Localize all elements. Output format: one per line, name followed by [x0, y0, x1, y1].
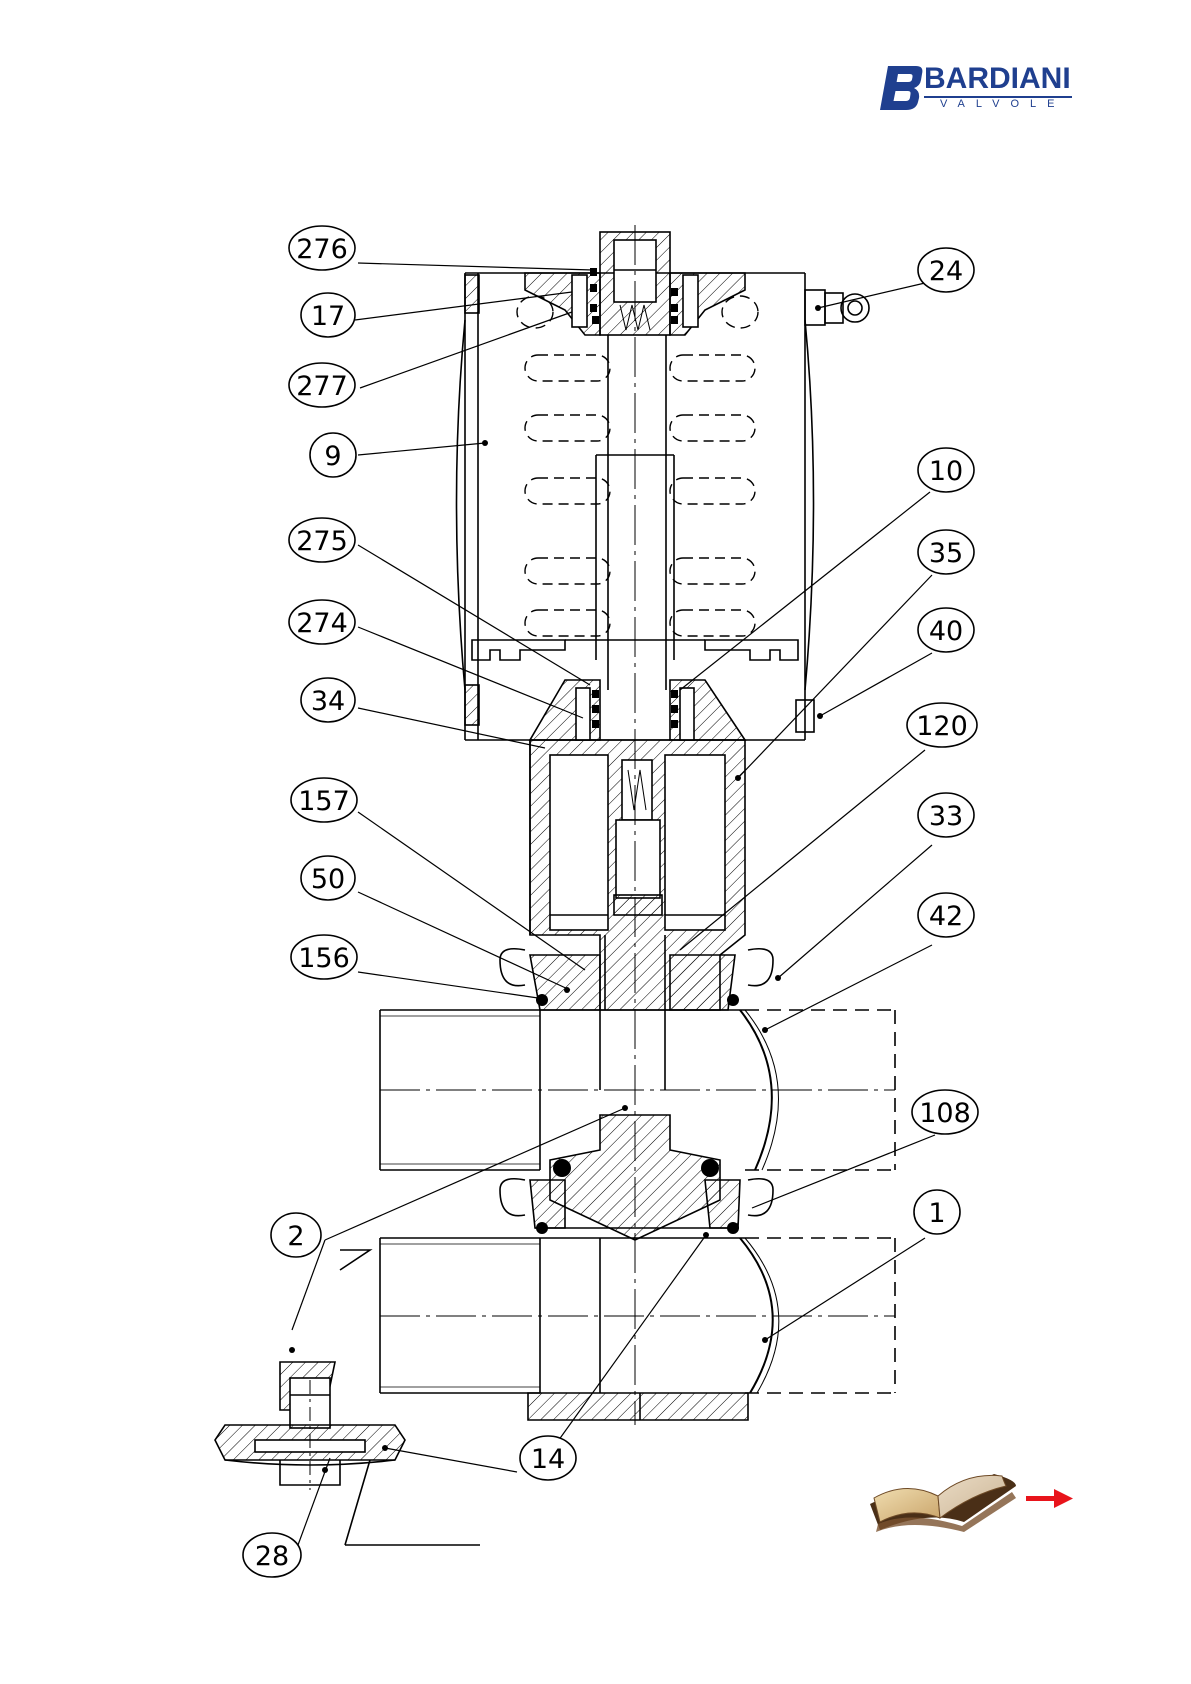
callout-120-label: 120 [916, 711, 968, 742]
callout-17: 17 [301, 293, 355, 337]
callout-274-label: 274 [296, 608, 348, 639]
spring-coils [517, 296, 758, 636]
callout-28-label: 28 [255, 1541, 289, 1572]
next-page-button[interactable] [866, 1452, 1076, 1548]
callout-24-label: 24 [929, 256, 963, 287]
callout-120: 120 [907, 703, 977, 747]
callout-35-label: 35 [929, 538, 963, 569]
callout-33-label: 33 [929, 801, 963, 832]
callout-50: 50 [301, 856, 355, 900]
callout-156-label: 156 [298, 943, 350, 974]
callout-277-label: 277 [296, 371, 348, 402]
callout-1-label: 1 [928, 1198, 945, 1229]
arrow-right-icon[interactable] [1026, 1488, 1074, 1508]
callout-42-label: 42 [929, 901, 963, 932]
callout-277: 277 [289, 363, 355, 407]
callout-17-label: 17 [311, 301, 345, 332]
callout-157: 157 [291, 778, 357, 822]
callout-34: 34 [301, 678, 355, 722]
callout-276-label: 276 [296, 234, 348, 265]
callout-24: 24 [918, 248, 974, 292]
callout-35: 35 [918, 530, 974, 574]
callout-28: 28 [243, 1533, 301, 1577]
detail-view [215, 1250, 480, 1545]
callout-33: 33 [918, 793, 974, 837]
callout-1: 1 [914, 1190, 960, 1234]
callout-108: 108 [912, 1090, 978, 1134]
callout-274: 274 [289, 600, 355, 644]
callout-275-label: 275 [296, 526, 348, 557]
callout-34-label: 34 [311, 686, 345, 717]
callout-108-label: 108 [919, 1098, 971, 1129]
callout-9: 9 [310, 433, 356, 477]
callout-14-label: 14 [531, 1444, 565, 1475]
callout-2-label: 2 [287, 1221, 304, 1252]
callout-40-label: 40 [929, 616, 963, 647]
callout-10: 10 [918, 448, 974, 492]
lower-valve-body [380, 1238, 895, 1420]
callout-2: 2 [271, 1213, 321, 1257]
callout-156: 156 [291, 935, 357, 979]
callout-9-label: 9 [324, 441, 341, 472]
callout-50-label: 50 [311, 864, 345, 895]
callout-14: 14 [520, 1436, 576, 1480]
callout-275: 275 [289, 518, 355, 562]
callout-157-label: 157 [298, 786, 350, 817]
callout-10-label: 10 [929, 456, 963, 487]
side-air-fitting [805, 290, 869, 325]
callout-40: 40 [918, 608, 974, 652]
callout-42: 42 [918, 893, 974, 937]
callout-276: 276 [289, 226, 355, 270]
